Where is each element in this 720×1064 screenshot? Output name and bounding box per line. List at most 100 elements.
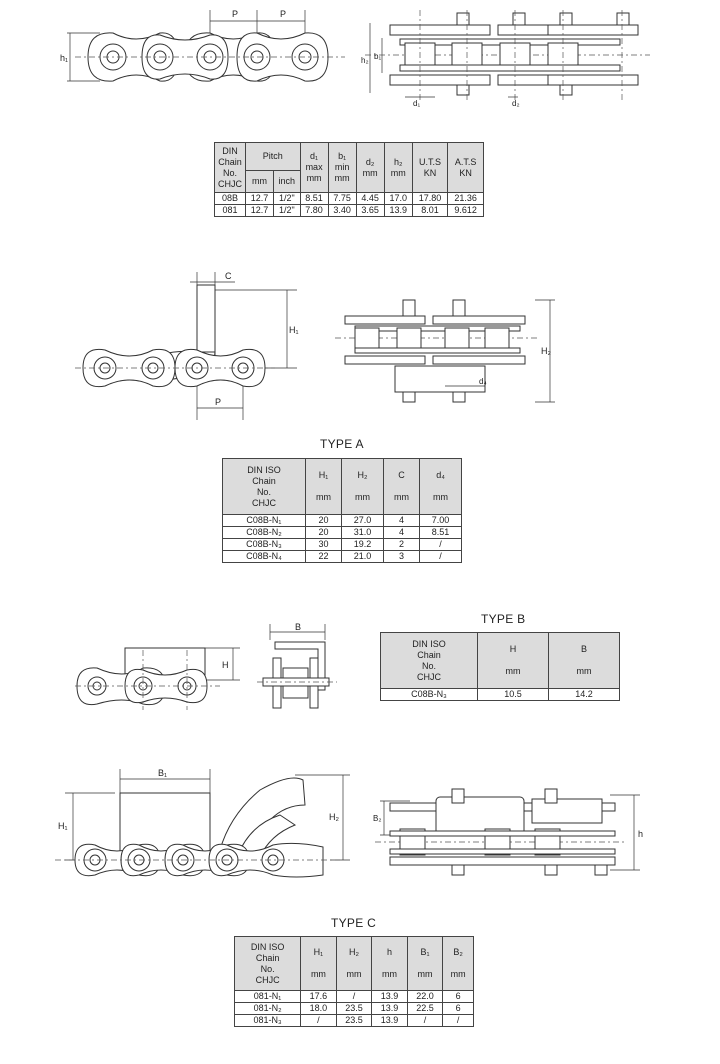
cell: 9.612 (447, 204, 484, 217)
type-a-side-view-drawing: C H₁ P (75, 271, 299, 420)
col-din-header: DIN ISO Chain No. CHJC (380, 632, 478, 689)
chain-top-view-drawing: h₂ b₁ d₁ d₂ (361, 10, 650, 108)
cell: 12.7 (244, 204, 275, 217)
cell: 27.0 (341, 514, 384, 527)
col-h-header: H mm (477, 632, 549, 689)
cell: 2 (382, 538, 421, 551)
cell: 3.65 (355, 204, 385, 217)
col-h1-header: H₁ mm (304, 458, 343, 515)
type-a-spec-table: DIN ISO Chain No. CHJC H₁ mm H₂ mm C mm … (222, 458, 462, 563)
cell: 8.51 (419, 526, 462, 539)
cell: 10.5 (477, 688, 549, 701)
cell: 3 (382, 550, 421, 563)
cell: C08B-N₄ (222, 550, 306, 563)
col-b2-header: B₂ mm (442, 936, 474, 991)
cell: 22.0 (406, 990, 444, 1003)
col-d4-header: d₄ mm (419, 458, 462, 515)
dim-b-label: B (295, 622, 301, 632)
cell: / (300, 1014, 337, 1027)
dim-p-label: P (215, 397, 221, 407)
col-din-header: DIN ISO Chain No. CHJC (233, 936, 302, 991)
dim-h2-label: H₂ (541, 346, 551, 356)
type-c-title: TYPE C (331, 916, 377, 930)
cell: 21.36 (447, 192, 484, 205)
dim-b1-label: B₁ (158, 768, 167, 778)
cell: 13.9 (371, 990, 408, 1003)
dim-d2-label: d₂ (512, 99, 520, 108)
col-h2-header: H₂ mm (335, 936, 373, 991)
cell: 08B (214, 192, 246, 205)
type-c-side-view-drawing: B₁ H₁ H₂ (55, 768, 350, 878)
col-uts-header: U.T.S KN (411, 142, 449, 193)
col-h1-header: H₁ mm (300, 936, 337, 991)
type-b-end-view-drawing: B (257, 622, 337, 709)
cell: 7.00 (419, 514, 462, 527)
cell: 17.80 (411, 192, 449, 205)
cell: 17.6 (300, 990, 337, 1003)
cell: 1/2" (273, 204, 301, 217)
col-ats-header: A.T.S KN (447, 142, 484, 193)
cell: C08B-N₁ (222, 514, 306, 527)
dim-h1-label: h₁ (60, 53, 68, 63)
cell: 4.45 (355, 192, 385, 205)
col-h2-header: h₂ mm (383, 142, 413, 193)
type-a-title: TYPE A (320, 437, 364, 451)
col-c-header: C mm (382, 458, 421, 515)
cell: 1/2" (273, 192, 301, 205)
cell: 17.0 (383, 192, 413, 205)
type-a-top-view-drawing: H₂ d₄ (335, 299, 555, 403)
dim-h1-label: H₁ (289, 325, 299, 335)
dim-h1-label: H₁ (58, 821, 68, 831)
dim-h2-label: h₂ (361, 56, 369, 65)
cell: 12.7 (244, 192, 275, 205)
dim-d4-label: d₄ (479, 377, 487, 386)
cell: 7.75 (327, 192, 357, 205)
cell: 4 (382, 526, 421, 539)
cell: 6 (442, 990, 474, 1003)
cell: 20 (304, 514, 343, 527)
dim-b2-label: B₂ (373, 814, 381, 823)
cell: 23.5 (335, 1002, 373, 1015)
dim-b1-label: b₁ (374, 52, 381, 61)
dim-c-label: C (225, 271, 232, 281)
col-d1-header: d₁ max mm (299, 142, 329, 193)
cell: 3.40 (327, 204, 357, 217)
cell: 7.80 (299, 204, 329, 217)
col-din-header: DIN Chain No. CHJC (214, 142, 246, 193)
cell: 18.0 (300, 1002, 337, 1015)
dim-d1-label: d₁ (413, 99, 420, 108)
cell: C08B-N₂ (222, 526, 306, 539)
cell: 8.01 (411, 204, 449, 217)
col-inch-header: inch (273, 170, 301, 193)
dim-h2-label: H₂ (329, 812, 339, 822)
chain-side-view-drawing: P P h₁ (60, 9, 345, 82)
type-b-spec-table: DIN ISO Chain No. CHJC H mm B mm C08B-N₃… (380, 632, 620, 701)
col-h-header: h mm (371, 936, 408, 991)
type-b-title: TYPE B (481, 612, 526, 626)
cell: / (419, 550, 462, 563)
cell: 22 (304, 550, 343, 563)
type-c-spec-table: DIN ISO Chain No. CHJC H₁ mm H₂ mm h mm … (233, 936, 474, 1027)
cell: / (406, 1014, 444, 1027)
cell: 081-N₂ (233, 1002, 302, 1015)
cell: 19.2 (341, 538, 384, 551)
cell: C08B-N₃ (380, 688, 478, 701)
cell: 21.0 (341, 550, 384, 563)
cell: 23.5 (335, 1014, 373, 1027)
type-c-top-view-drawing: B₂ h (373, 788, 643, 876)
col-b1-header: b₁ min mm (327, 142, 357, 193)
dim-h-label: h (638, 829, 643, 839)
cell: C08B-N₃ (222, 538, 306, 551)
cell: 20 (304, 526, 343, 539)
cell: 081-N₁ (233, 990, 302, 1003)
cell: 6 (442, 1002, 474, 1015)
